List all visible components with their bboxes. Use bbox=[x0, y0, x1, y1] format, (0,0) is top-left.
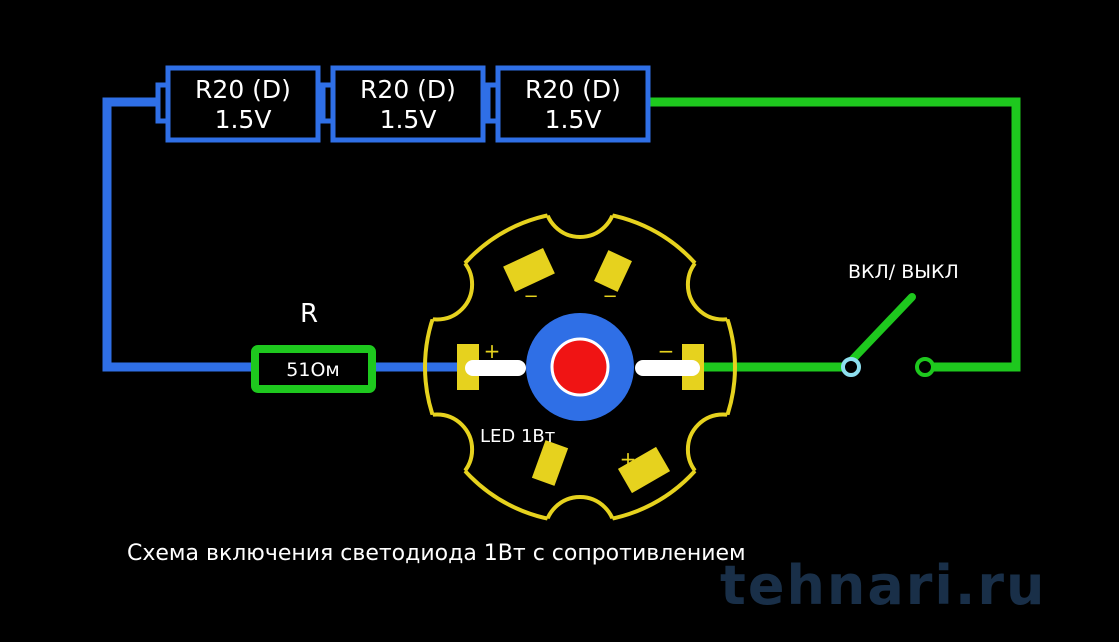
switch-label: ВКЛ/ ВЫКЛ bbox=[848, 261, 959, 283]
minus-sign: − bbox=[658, 339, 675, 363]
battery-type: R20 (D) bbox=[525, 75, 621, 104]
led-star-board: − − + − + LED 1Вт bbox=[400, 165, 760, 569]
led-die bbox=[550, 337, 610, 397]
star-notch bbox=[685, 247, 760, 322]
resistor-value: 51Ом bbox=[286, 359, 339, 381]
plus-sign: + bbox=[484, 339, 501, 363]
minus-sign: − bbox=[523, 286, 538, 307]
wire-green-right bbox=[650, 97, 1021, 372]
battery-1: R20 (D) 1.5V bbox=[155, 65, 321, 143]
star-notch bbox=[543, 165, 617, 239]
caption: Схема включения светодиода 1Вт с сопроти… bbox=[127, 541, 746, 566]
battery-voltage: 1.5V bbox=[380, 105, 437, 134]
battery-voltage: 1.5V bbox=[545, 105, 602, 134]
battery-type: R20 (D) bbox=[360, 75, 456, 104]
battery-type: R20 (D) bbox=[195, 75, 291, 104]
battery-2: R20 (D) 1.5V bbox=[320, 65, 486, 143]
star-notch bbox=[543, 495, 617, 569]
star-notch bbox=[400, 247, 475, 322]
resistor-label: R bbox=[300, 299, 318, 329]
switch-lever[interactable] bbox=[848, 293, 916, 364]
wire-blue-left bbox=[102, 97, 255, 372]
plus-sign: + bbox=[620, 447, 637, 471]
star-notch bbox=[400, 412, 475, 487]
minus-sign: − bbox=[602, 286, 617, 307]
switch-contact-left bbox=[841, 357, 861, 377]
battery-voltage: 1.5V bbox=[215, 105, 272, 134]
led-label: LED 1Вт bbox=[480, 426, 555, 447]
resistor bbox=[251, 345, 376, 393]
watermark: tehnari.ru bbox=[720, 554, 1047, 617]
battery-3: R20 (D) 1.5V bbox=[485, 65, 651, 143]
star-notch bbox=[685, 412, 760, 487]
switch-contact-right bbox=[915, 357, 935, 377]
